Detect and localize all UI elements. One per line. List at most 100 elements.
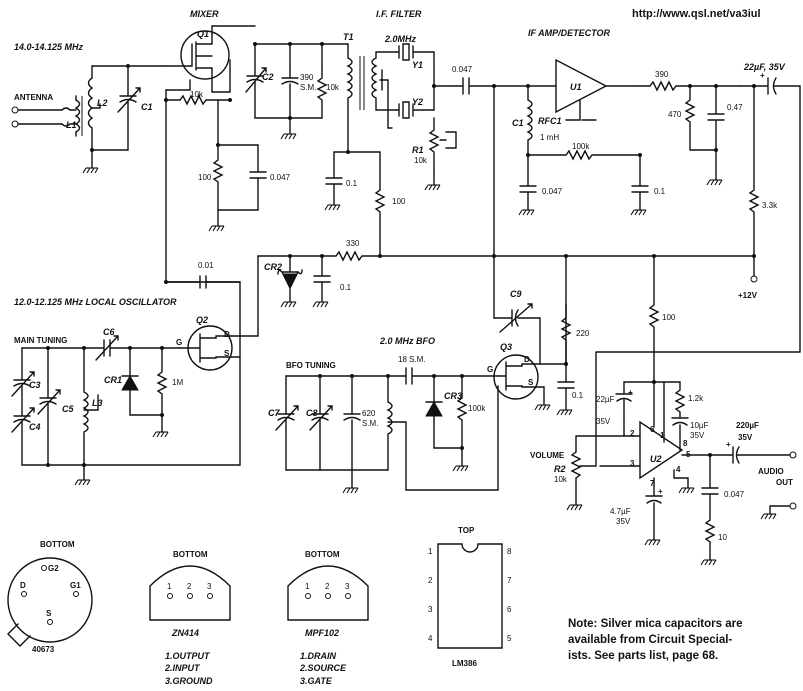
u2-pin-7: 7 (650, 479, 655, 488)
q3-s-pin: S (528, 378, 534, 387)
u2-pin-1: 1 (660, 431, 665, 440)
r390-label: 390 (655, 70, 669, 79)
cr3-label: CR3 (444, 391, 462, 401)
pkg3-name: MPF102 (305, 628, 339, 638)
c047-out-label: 0.047 (724, 490, 745, 499)
c3-c4-variable-capacitors (11, 347, 85, 466)
q3-g-pin: G (487, 365, 493, 374)
cr1-label: CR1 (104, 375, 122, 385)
volume-label: VOLUME (530, 451, 565, 460)
c10uf-label-a: 10µF (690, 421, 709, 430)
r100k-bfo-label: 100k (468, 404, 486, 413)
c220uf-label-a: 220µF (736, 421, 759, 430)
pkg3-view: BOTTOM (305, 550, 340, 559)
r1-label-a: R1 (412, 145, 424, 155)
pkg1-view: BOTTOM (40, 540, 75, 549)
c2-trimmer (245, 65, 291, 119)
pkg4-pin3: 3 (428, 605, 433, 614)
q3-d-pin: D (524, 355, 530, 364)
c6-variable-capacitor (95, 335, 119, 361)
antenna-terminals (11, 106, 71, 128)
r10-out-label: 10 (718, 533, 727, 542)
c47uf-label-b: 35V (616, 517, 631, 526)
c6-label: C6 (103, 327, 115, 337)
c220uf-label-b: 35V (738, 433, 753, 442)
pkg4-pin2: 2 (428, 576, 433, 585)
q2-jfet (179, 325, 241, 371)
c22uf-u2-label-a: 22µF (596, 395, 615, 404)
y2-crystal (395, 101, 435, 119)
c01-q3-label: 0.1 (572, 391, 584, 400)
r2-value: 10k (554, 475, 568, 484)
pkg4-view: TOP (458, 526, 475, 535)
c22uf-label: 22µF, 35V (743, 62, 786, 72)
u2-pin-2: 2 (630, 429, 635, 438)
pkg1-g2: G2 (48, 564, 59, 573)
pkg4-pin4: 4 (428, 634, 433, 643)
r10k-mixer-label: 10k (190, 90, 204, 99)
mixer-label: MIXER (190, 9, 219, 19)
rfc1-label: RFC1 (538, 116, 562, 126)
cr1-diode (121, 347, 163, 416)
pkg4-pin7: 7 (507, 576, 512, 585)
r330-label: 330 (346, 239, 360, 248)
r2-potentiometer (570, 451, 597, 506)
source-url: http://www.qsl.net/va3iul (632, 8, 761, 20)
c220uf-plus: + (726, 440, 731, 449)
c620-label-b: S.M. (362, 419, 378, 428)
c8-label: C8 (306, 408, 318, 418)
c7-label: C7 (268, 408, 280, 418)
pkg4-outline (437, 543, 503, 649)
pkg2-view: BOTTOM (173, 550, 208, 559)
pkg1-d: D (20, 581, 26, 590)
c2-label: C2 (262, 72, 274, 82)
c047-amp-label: 0.47 (727, 103, 743, 112)
cr2-zener (277, 255, 303, 303)
pkg1-name: 40673 (32, 645, 55, 654)
rfc1-value: 1 mH (540, 133, 559, 142)
pkg4-pin1: 1 (428, 547, 433, 556)
l1-label: L1 (66, 120, 77, 130)
u2-ic (639, 420, 684, 480)
u2-pin-3: 3 (630, 459, 635, 468)
pkg2-desc3: 3.GROUND (165, 676, 213, 686)
u1-label: U1 (570, 82, 582, 92)
t1-label: T1 (343, 32, 354, 42)
pkg2-outline (149, 565, 231, 621)
c22uf-u2-label-b: 35V (596, 417, 611, 426)
c9-label: C9 (510, 289, 522, 299)
if-filter-label: I.F. FILTER (376, 9, 422, 19)
c18sm-label: 18 S.M. (398, 355, 426, 364)
q2-g-pin: G (176, 338, 182, 347)
r1-label-b: 10k (414, 156, 428, 165)
pkg2-desc1: 1.OUTPUT (165, 651, 211, 661)
r100-mixer-label: 100 (198, 173, 212, 182)
bfo-coil (386, 375, 499, 491)
pkg3-desc3: 3.GATE (300, 676, 333, 686)
c047-mixer-label: 0.047 (270, 173, 291, 182)
u2-pin-4: 4 (676, 465, 681, 474)
pkg3-desc1: 1.DRAIN (300, 651, 337, 661)
bfo-tuning-label: BFO TUNING (286, 361, 336, 370)
note-line-3: ists. See parts list, page 68. (568, 650, 718, 662)
q2-d-pin: D (224, 330, 230, 339)
t1-transformer (346, 43, 397, 153)
c47uf-plus: + (658, 487, 663, 496)
r33k-label: 3.3k (762, 201, 778, 210)
u2-pin-6: 6 (650, 425, 655, 434)
c5-variable-capacitor (37, 347, 61, 466)
c1-variable-capacitor (117, 65, 141, 151)
c3-label: C3 (29, 380, 41, 390)
pkg2-pin2: 2 (187, 582, 192, 591)
u1-ic (555, 58, 641, 114)
c9-variable-capacitor (493, 303, 541, 365)
c01-t1-label: 0.1 (346, 179, 358, 188)
cr3-diode (425, 375, 463, 449)
q2-label: Q2 (196, 315, 208, 325)
l3-coil (82, 347, 99, 481)
c10uf-label-b: 35V (690, 431, 705, 440)
r10k-tank-label: 10k (326, 83, 340, 92)
cr2-label: CR2 (264, 262, 282, 272)
r1-potentiometer (428, 117, 457, 173)
note-line-1: Note: Silver mica capacitors are (568, 618, 743, 630)
